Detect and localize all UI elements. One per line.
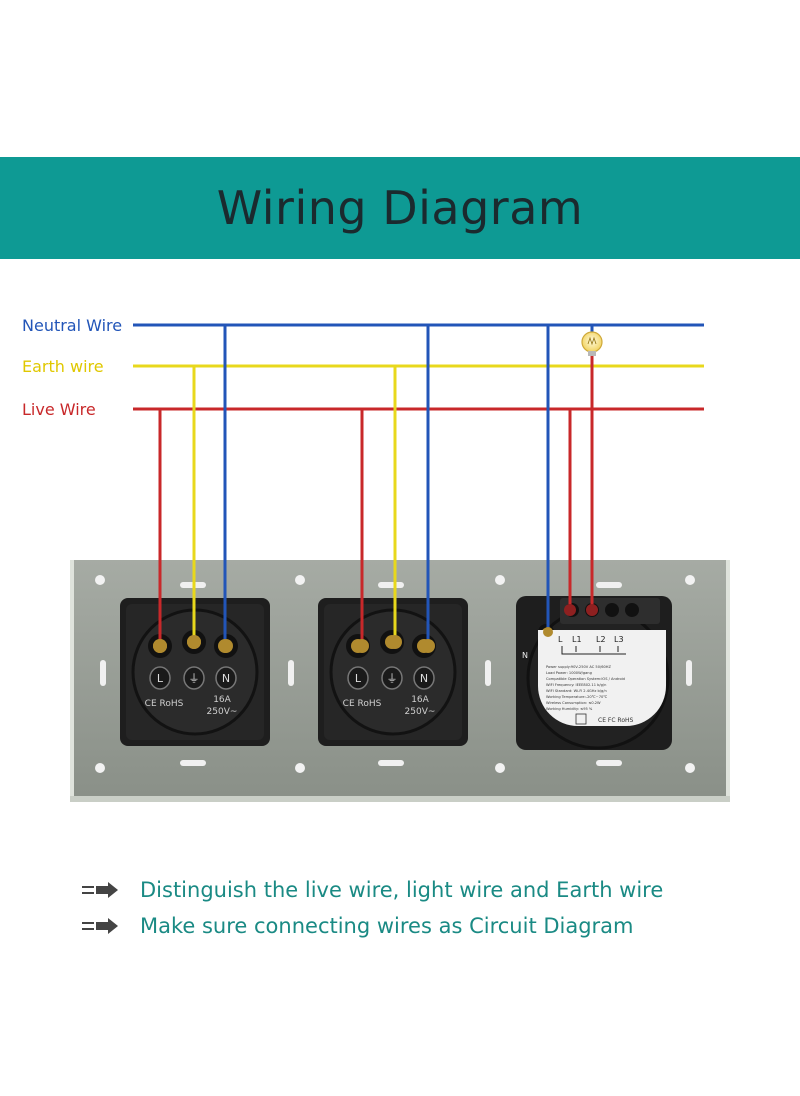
spec-line-5: WIFI Standard: Wi-Fi 2.4GHz b/g/n: [546, 689, 607, 693]
note-text: Make sure connecting wires as Circuit Di…: [140, 914, 634, 938]
socket-l-mark: L: [355, 672, 362, 685]
socket-l-mark: L: [157, 672, 164, 685]
socket-n-mark: N: [222, 672, 230, 685]
socket-rating-v: 250V~: [405, 707, 436, 717]
wiring-diagram: L ⏚ N CE RoHS 16A 250V~ L ⏚ N CE RoHS 16…: [70, 323, 730, 802]
live-wire-label: Live Wire: [22, 400, 96, 419]
svg-text:⏚: ⏚: [387, 672, 398, 685]
terminal-l2: L2: [596, 635, 606, 644]
socket-cert: CE RoHS: [343, 699, 382, 709]
socket-rating-v: 250V~: [207, 707, 238, 717]
terminal-l: L: [558, 635, 563, 644]
socket-rating-a: 16A: [213, 695, 231, 705]
arrow-right-icon: [82, 918, 118, 934]
instruction-notes: Distinguish the live wire, light wire an…: [80, 872, 780, 944]
note-item: Make sure connecting wires as Circuit Di…: [80, 908, 780, 944]
light-bulb-icon: [581, 331, 603, 356]
spec-line-6: Working Temperature:-20℃~70℃: [546, 695, 607, 699]
spec-line-4: WIFI Frequency: IEEE802.11 b/g/n: [546, 683, 606, 687]
switch-cert: CE FC RoHS: [598, 717, 634, 724]
spec-line-2: Load Power: 1000W/gang: [546, 671, 592, 675]
socket-n-mark: N: [420, 672, 428, 685]
svg-text:⏚: ⏚: [189, 672, 200, 685]
note-item: Distinguish the live wire, light wire an…: [80, 872, 780, 908]
terminal-n: N: [522, 651, 528, 660]
terminal-l1: L1: [572, 635, 582, 644]
terminal-l3: L3: [614, 635, 624, 644]
neutral-wire-label: Neutral Wire: [22, 316, 123, 335]
spec-line-1: Power supply:90V-250V AC 50/60HZ: [546, 665, 611, 669]
socket-rating-a: 16A: [411, 695, 429, 705]
title-banner: Wiring Diagram: [0, 157, 800, 259]
earth-wire-label: Earth wire: [22, 357, 104, 376]
page-title: Wiring Diagram: [216, 181, 584, 235]
note-text: Distinguish the live wire, light wire an…: [140, 878, 664, 902]
spec-line-7: Wireless Consumption: ≤0.2W: [546, 701, 601, 705]
socket-module-2: L ⏚ N CE RoHS 16A 250V~: [318, 598, 468, 746]
spec-line-3: Compatible Operation System:IOS / Androi…: [546, 677, 625, 681]
switch-module: L L1 L2 L3 N Power supply:90V-250V AC 50…: [516, 596, 672, 750]
spec-line-8: Working Humidity: ≤95 %: [546, 707, 593, 711]
arrow-right-icon: [82, 882, 118, 898]
socket-cert: CE RoHS: [145, 699, 184, 709]
